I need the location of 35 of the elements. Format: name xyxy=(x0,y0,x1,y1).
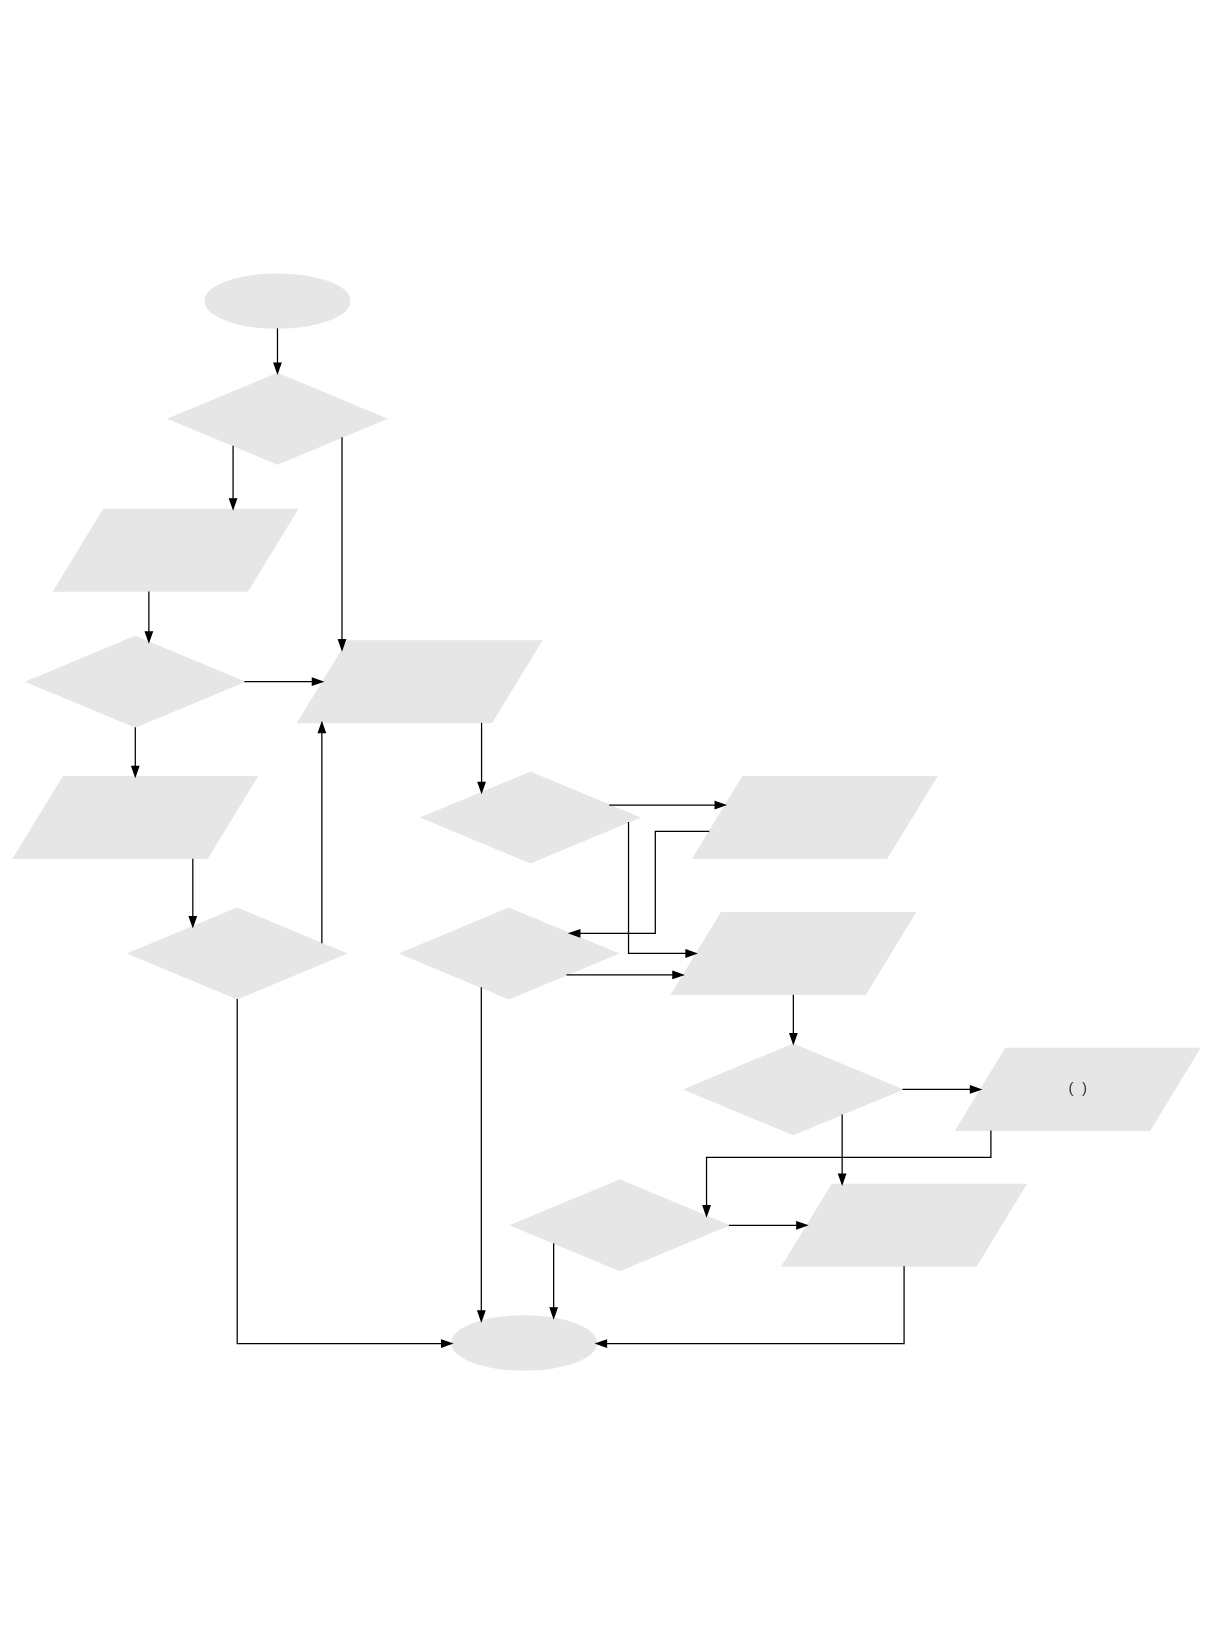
arrow xyxy=(144,590,154,644)
node-diamond xyxy=(509,1179,731,1272)
arrow xyxy=(901,1084,983,1094)
node-diamond xyxy=(419,771,641,864)
node-diamond xyxy=(167,372,388,465)
arrow xyxy=(608,800,728,810)
arrow xyxy=(567,830,710,938)
node-diamond xyxy=(24,635,246,728)
arrow xyxy=(477,722,486,795)
node-diamond xyxy=(126,907,348,1000)
arrow xyxy=(317,720,327,944)
node-parallelogram xyxy=(52,508,299,592)
arrow xyxy=(549,1242,559,1320)
node-diamond xyxy=(682,1043,904,1136)
arrow xyxy=(788,994,798,1046)
node-oval xyxy=(451,1315,598,1371)
arrow xyxy=(130,726,140,779)
arrow xyxy=(476,986,486,1323)
arrow xyxy=(627,821,698,958)
node-parallelogram xyxy=(781,1183,1028,1267)
node-parallelogram xyxy=(691,776,938,860)
arrow xyxy=(243,677,325,687)
arrow xyxy=(837,1114,847,1187)
node-oval xyxy=(204,273,351,329)
arrow xyxy=(337,436,347,652)
arrow xyxy=(594,1265,905,1348)
node-diamond xyxy=(398,907,620,1000)
arrow xyxy=(228,445,238,511)
arrow xyxy=(236,998,454,1348)
arrow xyxy=(565,970,685,980)
node-parallelogram xyxy=(12,776,259,860)
arrow xyxy=(702,1129,992,1218)
arrow xyxy=(728,1220,809,1230)
arrow xyxy=(188,858,198,929)
arrow xyxy=(273,327,282,376)
